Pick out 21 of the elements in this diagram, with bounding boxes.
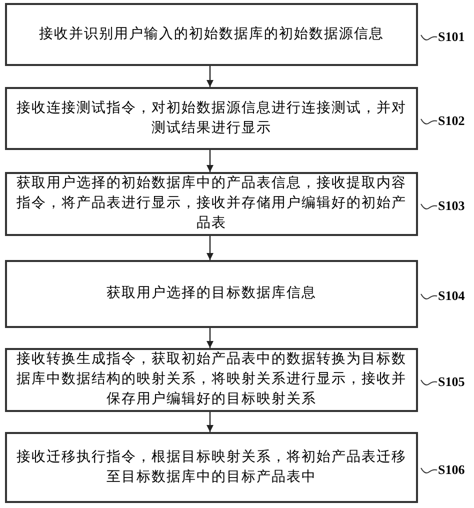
arrow: [206, 412, 214, 432]
process-box: [5, 260, 418, 328]
step-text: 接收迁移执行指令，根据目标映射关系，将初始产品表迁移至目标数据库中的目标产品表中: [16, 448, 408, 486]
step-label: S101: [438, 28, 465, 44]
step-label: S105: [438, 374, 465, 390]
step-text: 接收并识别用户输入的初始数据库的初始数据源信息: [39, 25, 384, 44]
step-text: 获取用户选择的目标数据库信息: [106, 284, 316, 303]
step-text: 获取用户选择的初始数据库中的产品表信息，接收提取内容指令，将产品表进行显示，接收并存储用户编辑好的初始产品表: [16, 174, 408, 233]
process-box: [5, 3, 418, 66]
process-box: [5, 87, 418, 150]
arrow: [206, 328, 214, 348]
step-label: S103: [438, 198, 465, 214]
process-box: [5, 432, 418, 503]
arrow: [206, 66, 214, 87]
arrow: [206, 150, 214, 172]
step-label: S102: [438, 112, 465, 128]
step-text: 接收转换生成指令，获取初始产品表中的数据转换为目标数据库中数据结构的映射关系，将映射关系进行显示，接收并保存用户编辑好的目标映射关系: [16, 350, 408, 409]
arrow: [206, 236, 214, 260]
step-label: S106: [438, 462, 465, 478]
step-text: 接收连接测试指令，对初始数据源信息进行连接测试，并对测试结果进行显示: [16, 99, 408, 138]
step-label: S104: [438, 288, 465, 304]
